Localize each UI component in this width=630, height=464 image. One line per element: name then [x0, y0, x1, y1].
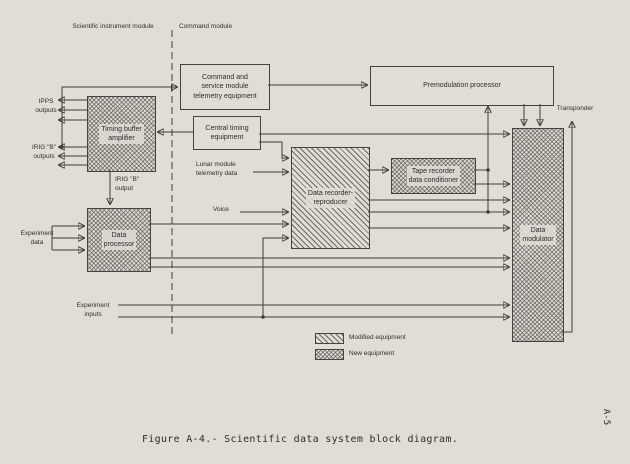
label-irig-b-outputs: IRIG "B" outputs	[31, 144, 57, 160]
label-ipps-outputs: IPPS outputs	[35, 98, 57, 114]
label-lunar-module-telemetry-data: Lunar module telemetry data	[196, 161, 238, 177]
flow-line	[262, 238, 288, 317]
box-label: Timing buffer amplifier	[99, 123, 144, 145]
box-data-recorder-reproducer: Data recorder- reproducer	[291, 147, 370, 249]
box-label: Premodulation processor	[423, 82, 501, 90]
legend-label-new-equipment: New equipment	[349, 350, 395, 357]
label-experiment-inputs: Experiment inputs	[76, 302, 110, 318]
flow-line	[259, 141, 288, 158]
side-page-label: A-5	[601, 408, 612, 426]
junction-dot	[261, 315, 265, 319]
box-csm-telemetry-equipment: Command and service module telemetry equ…	[180, 64, 270, 110]
box-label: Tape recorder data conditioner	[406, 165, 461, 187]
box-label: Data recorder- reproducer	[305, 187, 356, 209]
label-experiment-data: Experiment data	[20, 230, 54, 246]
label-voice: Voice	[213, 206, 229, 213]
legend-swatch-new-equipment	[315, 349, 344, 360]
box-label: Data modulator	[520, 224, 556, 246]
flow-line	[562, 122, 572, 333]
junction-dot	[60, 145, 64, 149]
box-data-modulator: Data modulator	[512, 128, 564, 342]
legend-swatch-modified-equipment	[315, 333, 344, 344]
figure-caption: Figure A-4.- Scientific data system bloc…	[141, 434, 459, 445]
box-premodulation-processor: Premodulation processor	[370, 66, 554, 106]
junction-dot	[486, 168, 490, 172]
header-scientific-instrument-module: Scientific instrument module	[72, 23, 154, 30]
junction-dot	[486, 210, 490, 214]
label-transponder: Transponder	[556, 105, 594, 112]
box-timing-buffer-amplifier: Timing buffer amplifier	[87, 96, 156, 172]
legend-label-modified-equipment: Modified equipment	[349, 334, 406, 341]
flow-line	[61, 87, 177, 147]
label-irig-b-output: IRIG "B" output	[115, 176, 140, 192]
header-command-module: Command module	[179, 23, 233, 30]
box-tape-recorder-data-conditioner: Tape recorder data conditioner	[391, 158, 476, 194]
box-label: Data processor	[101, 229, 137, 251]
flow-arrows	[51, 85, 572, 333]
box-data-processor: Data processor	[87, 208, 151, 272]
box-label: Central timing equipment	[205, 124, 249, 141]
box-central-timing-equipment: Central timing equipment	[193, 116, 261, 150]
junction-dots	[60, 145, 490, 319]
box-label: Command and service module telemetry equ…	[193, 74, 257, 100]
